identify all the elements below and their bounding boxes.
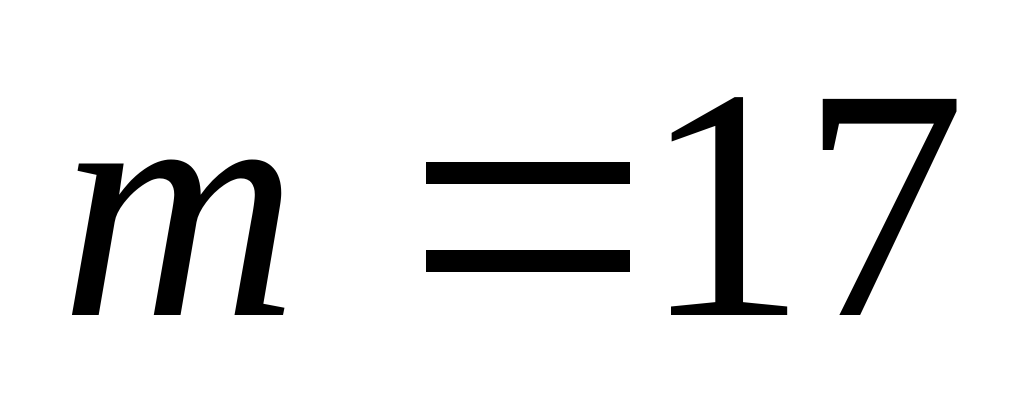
equals-bar-bottom xyxy=(426,250,630,272)
variable-m: m xyxy=(60,22,299,387)
equals-bar-top xyxy=(426,162,630,184)
equals-sign xyxy=(426,162,630,272)
value-number: 17 xyxy=(642,22,966,387)
